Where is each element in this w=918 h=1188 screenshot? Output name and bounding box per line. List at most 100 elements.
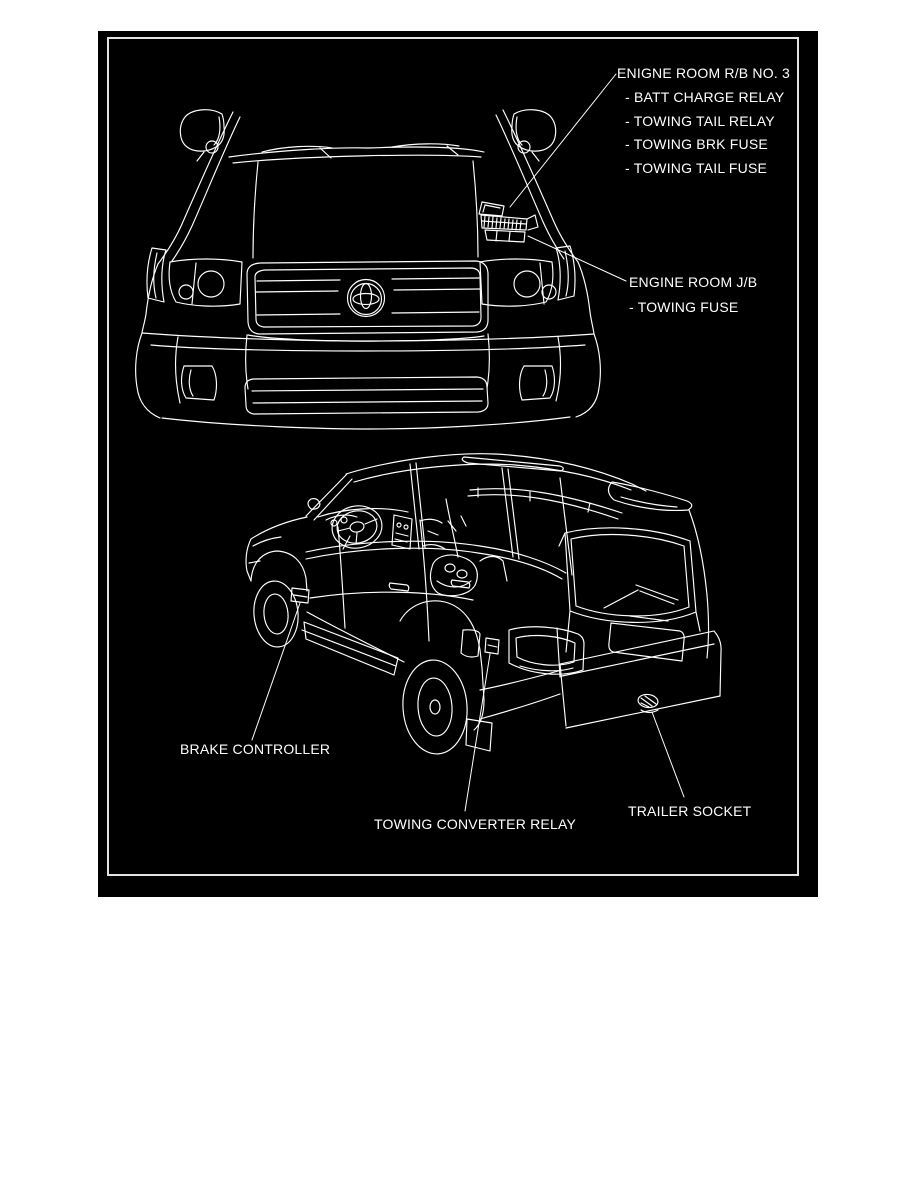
leader-towing-converter-relay	[464, 653, 491, 812]
roof-and-rails	[345, 453, 647, 520]
glasshouse-stroke	[305, 540, 567, 574]
corner-lamps	[146, 245, 576, 303]
callout-brake-controller: BRAKE CONTROLLER	[180, 741, 331, 757]
front-bumper-stroke	[245, 334, 249, 390]
toyota-emblem-stroke	[349, 282, 383, 316]
liftgate-stroke	[558, 532, 701, 653]
rear-quarter-stroke	[473, 667, 485, 731]
headlights-stroke	[168, 258, 243, 307]
figure-border	[107, 37, 799, 876]
glasshouse	[305, 462, 573, 580]
toyota-emblem-stroke	[346, 278, 386, 318]
callout-towing-converter-relay: TOWING CONVERTER RELAY	[374, 816, 576, 832]
rear-bumper-stroke	[559, 630, 715, 665]
towing-converter-relay-box-stroke	[484, 637, 500, 655]
interior-sketch-stroke	[342, 535, 351, 550]
interior-sketch	[317, 498, 508, 597]
front-wheel	[253, 580, 299, 648]
cowl-wipers-stroke	[232, 154, 482, 164]
cowl-wipers-stroke	[391, 143, 460, 156]
lower-grille-stroke	[251, 388, 484, 404]
callout-engine-room-rb3-title: ENIGNE ROOM R/B NO. 3	[617, 65, 790, 81]
front-bumper	[135, 332, 601, 430]
leader-engine-room-jb	[527, 235, 627, 282]
interior-sketch-stroke	[429, 554, 478, 597]
trailer-socket	[637, 693, 659, 714]
brake-controller-box-stroke	[290, 587, 310, 604]
rear-bumper-stroke	[565, 695, 721, 729]
front-end-stroke	[250, 550, 308, 592]
trailer-socket-stroke	[637, 693, 659, 709]
a-pillars	[157, 109, 579, 265]
grille-stroke	[246, 260, 489, 335]
body-side-stroke	[419, 519, 430, 642]
corner-lamps-stroke	[555, 245, 576, 301]
callout-leader-lines	[251, 73, 685, 812]
liftgate-stroke	[629, 615, 669, 622]
rear-quarter-stroke	[417, 677, 453, 737]
body-side-stroke	[450, 579, 471, 589]
front-end-stroke	[245, 538, 252, 582]
body-side-stroke	[309, 591, 474, 601]
front-end-stroke	[250, 516, 308, 540]
interior-sketch-stroke	[330, 519, 338, 527]
front-bumper-stroke	[575, 333, 601, 418]
rear-spoiler	[607, 481, 693, 511]
headlights-stroke	[191, 262, 197, 305]
callout-batt-charge-relay: - BATT CHARGE RELAY	[625, 89, 785, 105]
grille	[246, 260, 489, 335]
liftgate-stroke	[608, 622, 685, 662]
side-mirrors-stroke	[196, 151, 205, 162]
rear-bumper-stroke	[559, 663, 567, 727]
rear-quarter-stroke	[429, 699, 441, 715]
front-bumper-stroke	[486, 333, 490, 389]
rear-quarter-stroke	[402, 659, 468, 755]
liftgate	[558, 527, 701, 662]
front-wheel-stroke	[253, 580, 299, 648]
callout-engine-room-jb-title: ENGINE ROOM J/B	[629, 274, 758, 290]
front-end-stroke	[305, 473, 353, 521]
front-bumper-stroke	[247, 334, 485, 342]
liftgate-stroke	[564, 527, 697, 623]
engine-room-rb3-box-stroke	[481, 220, 527, 225]
toyota-emblem-stroke	[352, 292, 380, 306]
body-side-stroke	[388, 582, 410, 592]
interior-sketch-stroke	[331, 505, 383, 549]
interior-sketch-stroke	[349, 521, 365, 533]
front-bumper-stroke	[174, 336, 181, 404]
engine-room-rb3-box-stroke	[480, 214, 528, 231]
interior-sketch-stroke	[456, 569, 468, 579]
taillight-stroke	[515, 634, 576, 666]
a-pillars-stroke	[171, 116, 241, 262]
rear-bumper-stroke	[713, 630, 722, 697]
front-wheel-stroke	[263, 593, 289, 635]
glasshouse-stroke	[559, 477, 573, 576]
callout-towing-fuse: - TOWING FUSE	[629, 299, 739, 315]
leader-engine-room-rb3	[509, 73, 617, 208]
interior-sketch-stroke	[336, 510, 378, 544]
cowl-wipers-stroke	[261, 145, 333, 159]
front-end-stroke	[307, 497, 321, 510]
hood-edges-stroke	[472, 160, 479, 258]
taillight-stroke	[556, 627, 561, 678]
rear-bumper-stroke	[561, 643, 715, 677]
side-mirrors-stroke	[205, 140, 219, 154]
toyota-emblem	[346, 278, 386, 318]
trailer-socket-stroke	[640, 695, 657, 708]
headlights-stroke	[539, 262, 545, 305]
front-bumper-stroke	[141, 332, 595, 342]
corner-lamps-stroke	[153, 252, 158, 299]
callout-towing-tail-relay: - TOWING TAIL RELAY	[625, 113, 775, 129]
roof-and-rails-stroke	[469, 488, 623, 514]
rear-quarter-stroke	[465, 718, 493, 752]
side-mirrors-stroke	[515, 116, 523, 146]
fenders-stroke	[577, 261, 595, 335]
headlights	[168, 258, 557, 307]
side-mirrors	[179, 109, 557, 162]
a-pillars-stroke	[502, 109, 579, 263]
front-end-stroke	[248, 536, 282, 564]
headlights-stroke	[513, 270, 541, 298]
glasshouse-stroke	[501, 467, 520, 560]
interior-sketch-stroke	[325, 514, 358, 521]
